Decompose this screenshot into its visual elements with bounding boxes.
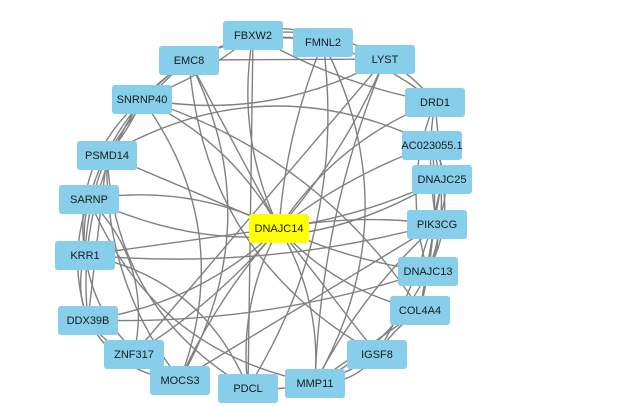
edge-LYST-ZNF317 <box>133 58 386 355</box>
node-ac023055-1[interactable]: AC023055.1 <box>401 131 463 160</box>
node-emc8[interactable]: EMC8 <box>159 46 219 75</box>
node-pik3cg[interactable]: PIK3CG <box>407 210 467 239</box>
edge-DNAJC14-FMNL2 <box>278 41 324 229</box>
node-fmnl2[interactable]: FMNL2 <box>293 28 353 57</box>
node-sarnp[interactable]: SARNP <box>59 185 119 214</box>
edge-LYST-MMP11 <box>314 58 386 384</box>
node-snrnp40[interactable]: SNRNP40 <box>112 85 172 114</box>
node-pdcl[interactable]: PDCL <box>218 374 278 403</box>
edge-DNAJC14-PDCL <box>245 227 280 389</box>
node-fbxw2[interactable]: FBXW2 <box>223 21 283 50</box>
edge-SARNP-ZNF317 <box>88 198 140 355</box>
node-dnajc25[interactable]: DNAJC25 <box>412 165 472 194</box>
edge-EMC8-IGSF8 <box>188 59 378 355</box>
edge-PIK3CG-KRR1 <box>84 223 438 260</box>
node-krr1[interactable]: KRR1 <box>55 241 115 270</box>
edge-DNAJC14-EMC8 <box>188 59 280 229</box>
node-col4a4[interactable]: COL4A4 <box>390 296 450 325</box>
edge-FMNL2-MMP11 <box>314 41 366 384</box>
node-lyst[interactable]: LYST <box>355 45 415 74</box>
node-drd1[interactable]: DRD1 <box>405 88 465 117</box>
edge-EMC8-MOCS3 <box>179 59 229 381</box>
node-dnajc13[interactable]: DNAJC13 <box>398 257 458 286</box>
edge-DNAJC14-MOCS3 <box>179 227 280 381</box>
edge-PSMD14-DDX39B <box>87 154 108 321</box>
node-igsf8[interactable]: IGSF8 <box>347 340 407 369</box>
edge-SNRNP40-MOCS3 <box>141 98 202 381</box>
edge-DNAJC13-DDX39B <box>87 270 429 322</box>
edge-LYST-SNRNP40 <box>141 58 386 107</box>
edge-FMNL2-PDCL <box>247 41 329 389</box>
node-psmd14[interactable]: PSMD14 <box>77 141 137 170</box>
edge-FBXW2-PDCL <box>247 34 254 389</box>
node-ddx39b[interactable]: DDX39B <box>58 306 118 335</box>
edge-DNAJC14-LYST <box>278 58 386 229</box>
node-mocs3[interactable]: MOCS3 <box>150 366 210 395</box>
edge-AC023055.1-PSMD14 <box>106 105 433 156</box>
node-znf317[interactable]: ZNF317 <box>104 340 164 369</box>
node-mmp11[interactable]: MMP11 <box>285 369 345 398</box>
edge-PIK3CG-MMP11 <box>314 223 438 384</box>
edge-SARNP-MMP11 <box>88 198 316 384</box>
node-dnajc14[interactable]: DNAJC14 <box>249 214 309 243</box>
